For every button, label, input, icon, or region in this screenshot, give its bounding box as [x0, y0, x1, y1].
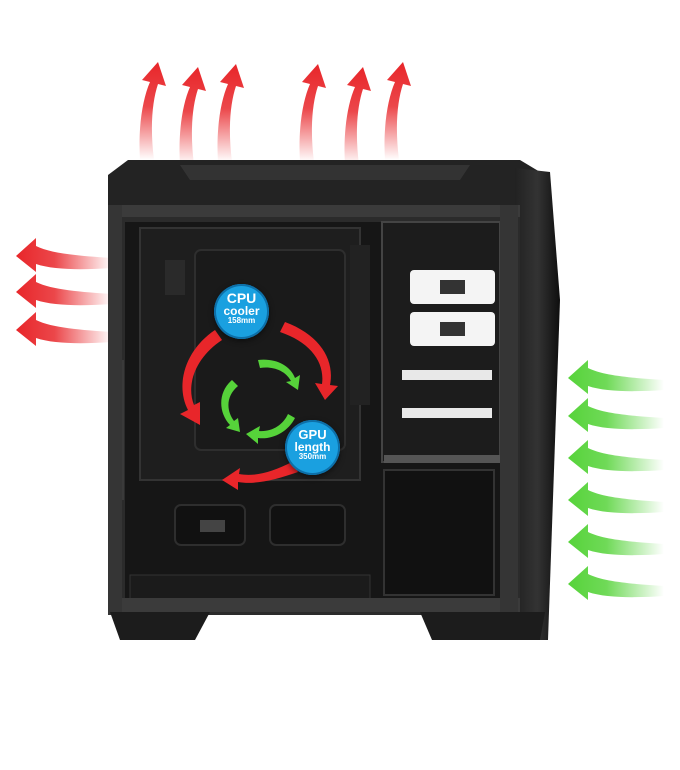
- case-foot: [110, 612, 210, 640]
- cpu-badge-line2: cooler: [223, 304, 260, 318]
- exhaust-arrows-rear: [16, 238, 112, 346]
- intake-arrow-icon: [568, 440, 664, 474]
- exhaust-arrows-top: [139, 62, 411, 165]
- case-front-bezel: [515, 168, 560, 640]
- cpu-cooler-badge: CPU cooler 158mm: [214, 284, 269, 339]
- exhaust-arrow-icon: [217, 64, 244, 162]
- intake-arrow-icon: [568, 398, 664, 432]
- exhaust-arrow-icon: [139, 62, 166, 160]
- intake-arrow-icon: [568, 360, 664, 394]
- gpu-length-badge: GPU length 350mm: [285, 420, 340, 475]
- exhaust-side-arrow-icon: [16, 274, 112, 308]
- case-foot: [420, 612, 545, 640]
- exhaust-side-arrow-icon: [16, 312, 112, 346]
- intake-arrow-icon: [568, 524, 664, 558]
- intake-arrow-icon: [568, 566, 664, 600]
- cpu-badge-value: 158mm: [227, 316, 256, 325]
- intake-arrow-icon: [568, 482, 664, 516]
- gpu-badge-value: 350mm: [298, 452, 327, 461]
- intake-arrows-front: [568, 360, 664, 600]
- pc-case: [108, 160, 560, 640]
- exhaust-arrow-icon: [299, 64, 326, 162]
- exhaust-arrow-icon: [344, 67, 371, 165]
- gpu-badge-line2: length: [294, 440, 331, 454]
- exhaust-arrow-icon: [384, 62, 411, 160]
- exhaust-side-arrow-icon: [16, 238, 112, 272]
- exhaust-arrow-icon: [179, 67, 206, 165]
- gpu-badge-title: GPU: [298, 427, 327, 442]
- cpu-badge-title: CPU: [226, 290, 257, 306]
- drive-rail: [402, 370, 492, 380]
- airflow-cycle-icon: [180, 322, 338, 490]
- drive-rail: [402, 408, 492, 418]
